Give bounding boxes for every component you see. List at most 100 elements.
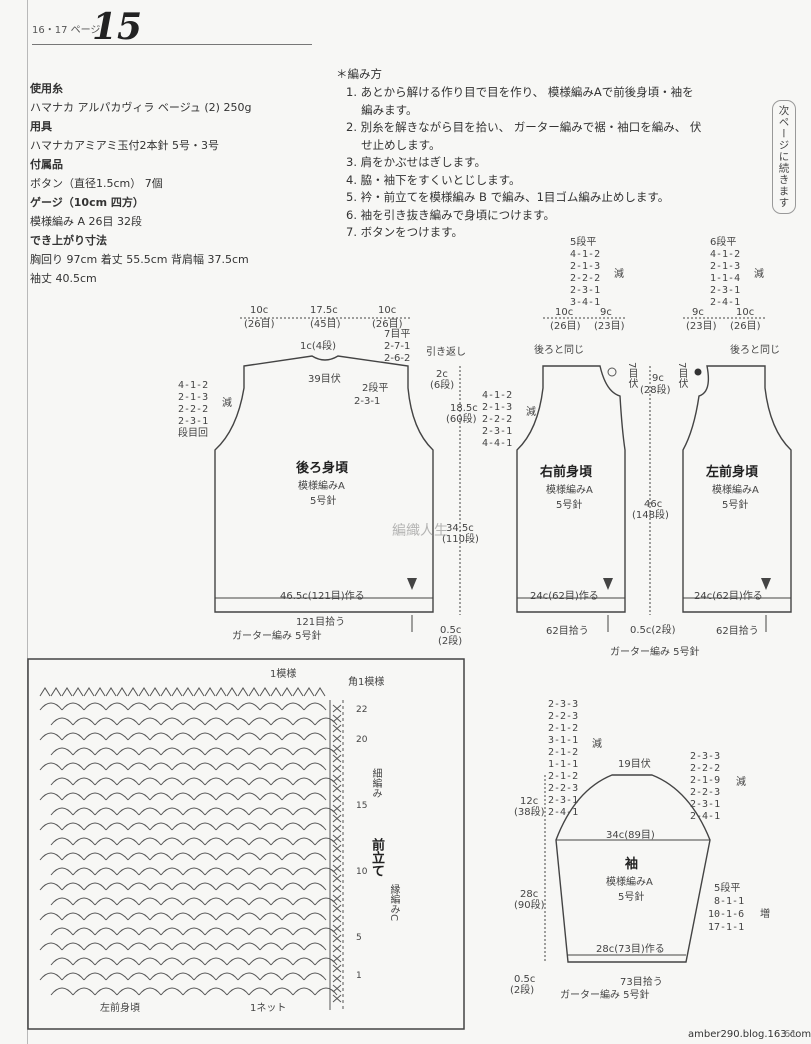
back-top-count-1: (26目) <box>244 319 275 330</box>
chart-scallop <box>259 762 283 771</box>
chart-row-20: 20 <box>356 735 368 745</box>
sleeve-inc-3: 17-1-1 <box>708 922 745 933</box>
chart-scallop <box>226 897 250 906</box>
chart-scallop <box>204 837 228 846</box>
chart-scallop <box>171 792 195 801</box>
lf-neck-dec-2: 2-1-3 <box>710 261 741 272</box>
back-top-width-2: 17.5c <box>310 305 338 316</box>
chart-net-label: 1ネット <box>250 1003 287 1014</box>
chart-scallop <box>204 807 228 816</box>
chart-scallop <box>50 777 74 786</box>
chart-scallop <box>116 927 140 936</box>
chart-scallop <box>204 747 228 756</box>
chart-scallop <box>94 897 118 906</box>
chart-band-stitch <box>332 824 342 833</box>
chart-scallop <box>105 792 129 801</box>
chart-rib-label: 細編み <box>370 768 381 798</box>
chart-scallop <box>226 837 250 846</box>
chart-scallop <box>39 732 63 741</box>
lf-neck-dec-label: 減 <box>754 269 764 280</box>
back-hikikaeshi: 引き返し <box>426 347 466 358</box>
rf-neck-bind: 7目伏 <box>626 362 637 389</box>
chart-fan-top <box>160 687 172 697</box>
sleeve-dec-row: 2-2-2 <box>690 763 721 774</box>
method-step: 7. ボタンをつけます。 <box>346 225 463 239</box>
rf-top-count-1: (26目) <box>550 321 581 332</box>
back-neck-bind: 39目伏 <box>308 374 341 385</box>
lf-neck-dec-1: 4-1-2 <box>710 249 741 260</box>
sleeve-stitch: 模様編みA <box>606 877 653 888</box>
chart-fan-top <box>50 687 62 697</box>
chart-fan-top <box>226 687 238 697</box>
rf-cast-on: 24c(62目)作る <box>530 591 599 602</box>
chart-scallop <box>204 867 228 876</box>
chart-scallop <box>160 987 184 996</box>
back-dan-me: 段目回 <box>178 428 208 439</box>
chart-scallop <box>149 792 173 801</box>
chart-fan-top <box>182 687 194 697</box>
chart-scallop <box>149 732 173 741</box>
chart-scallop <box>83 942 107 951</box>
chart-row-22: 22 <box>356 705 368 715</box>
rf-arm-dec-1: 4-1-2 <box>482 390 513 401</box>
chart-scallop <box>292 807 316 816</box>
back-cast-on: 46.5c(121目)作る <box>280 591 365 602</box>
back-neck-depth: 1c(4段) <box>300 341 337 352</box>
chart-scallop <box>259 912 283 921</box>
chart-scallop <box>193 972 217 981</box>
method-step: 2. 別糸を解きながら目を拾い、 ガーター編みで裾・袖口を編み、 伏 <box>346 120 702 134</box>
sleeve-dec-row: 2-4-1 <box>690 811 721 822</box>
back-shoulder-dec-2: 2-6-2 <box>384 353 411 364</box>
chart-scallop <box>215 762 239 771</box>
materials-line: 使用糸 <box>30 82 63 95</box>
rf-neck-dec-1: 4-1-2 <box>570 249 601 260</box>
back-shoulder-height: 2c <box>436 369 448 380</box>
chart-scallop <box>127 852 151 861</box>
back-arm-dec-2: 2-1-3 <box>178 392 209 403</box>
chart-scallop <box>72 867 96 876</box>
chart-scallop <box>204 897 228 906</box>
front-body-height: 46c <box>644 499 663 510</box>
chart-scallop <box>226 807 250 816</box>
rf-neck-dec-4: 2-3-1 <box>570 285 601 296</box>
chart-scallop <box>270 897 294 906</box>
chart-scallop <box>50 897 74 906</box>
sleeve-dec-row: 2-1-2 <box>548 747 579 758</box>
chart-scallop <box>314 897 338 906</box>
chart-scallop <box>127 792 151 801</box>
rf-neck-dec-label: 減 <box>614 269 624 280</box>
chart-scallop <box>248 837 272 846</box>
chart-scallop <box>193 912 217 921</box>
chart-fan-top <box>270 687 282 697</box>
chart-scallop <box>182 897 206 906</box>
header-rule <box>32 44 312 45</box>
chart-band-stitch <box>332 924 342 933</box>
chart-scallop <box>215 852 239 861</box>
chart-scallop <box>204 927 228 936</box>
chart-fan-top <box>72 687 84 697</box>
rf-top-width-2: 9c <box>600 307 612 318</box>
chart-scallop <box>50 717 74 726</box>
chart-scallop <box>39 792 63 801</box>
chart-scallop <box>226 957 250 966</box>
chart-fan-top <box>281 687 293 697</box>
materials-line: 用具 <box>30 120 52 133</box>
rf-arm-dec-5: 4-4-1 <box>482 438 513 449</box>
chart-scallop <box>72 717 96 726</box>
sleeve-hem-stitch: ガーター編み 5号針 <box>560 990 650 1001</box>
chart-scallop <box>127 882 151 891</box>
front-neck-depth: 9c <box>652 373 664 384</box>
lf-same-as-back: 後ろと同じ <box>730 345 780 356</box>
rf-title: 右前身頃 <box>540 465 593 480</box>
sleeve-dec-label-left: 減 <box>592 739 602 750</box>
chart-scallop <box>292 867 316 876</box>
chart-scallop <box>50 927 74 936</box>
chart-band-stitch <box>332 834 342 843</box>
chart-scallop <box>138 837 162 846</box>
chart-scallop <box>116 777 140 786</box>
chart-scallop <box>215 792 239 801</box>
chart-scallop <box>303 882 327 891</box>
chart-scallop <box>248 987 272 996</box>
chart-scallop <box>303 702 327 711</box>
